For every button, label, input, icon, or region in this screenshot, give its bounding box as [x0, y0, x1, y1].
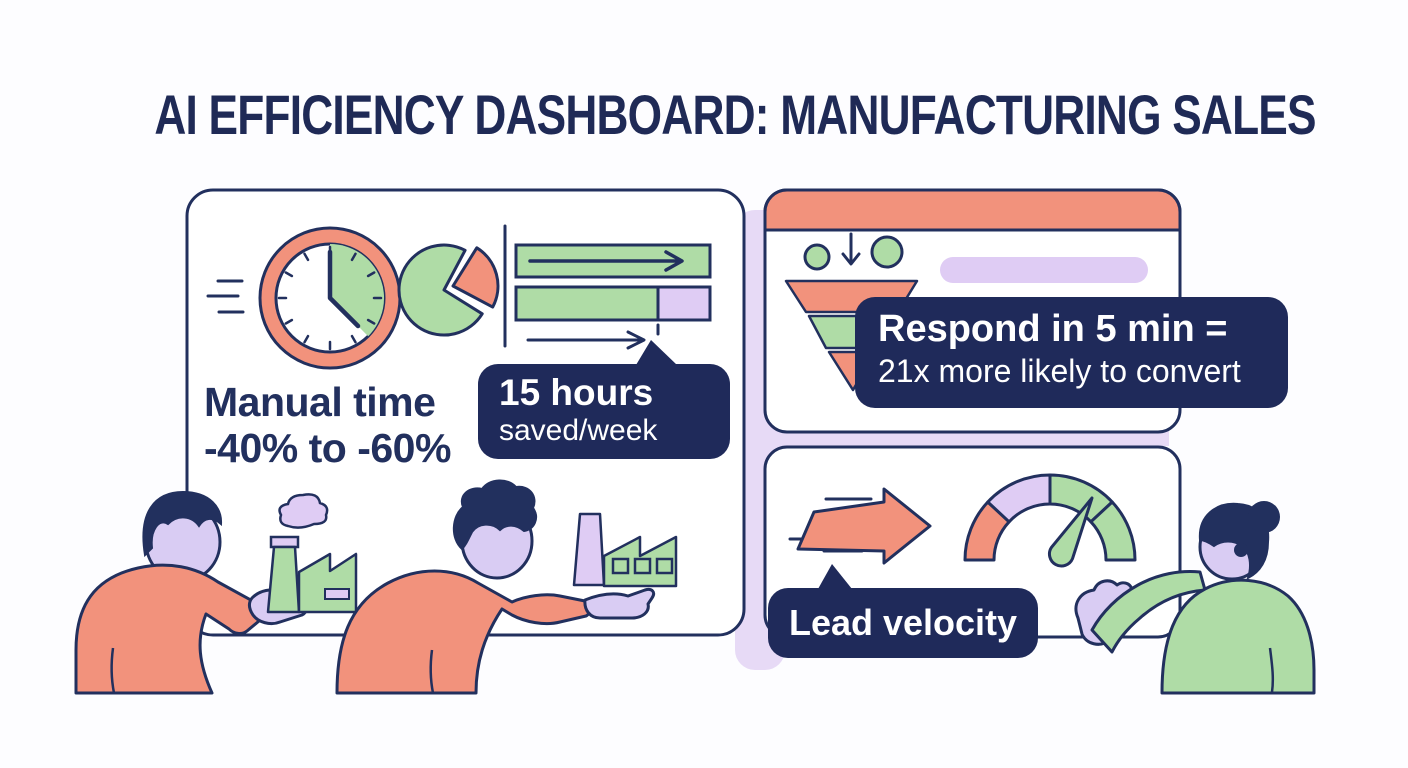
person-right-hair-curl: [1234, 543, 1248, 557]
browser-header-bar: [763, 188, 1182, 232]
placeholder-pill: [940, 257, 1148, 283]
factory-center-icon: [572, 512, 678, 588]
dot-right: [870, 235, 904, 269]
bar-bottom-lavender: [656, 285, 712, 322]
person-center-body: [335, 569, 592, 695]
callout-tail-up: [818, 564, 852, 589]
factory-chimney: [266, 545, 301, 614]
factory2-chimney: [572, 512, 606, 587]
chimney-cap: [269, 535, 300, 549]
factory2-window-3: [655, 557, 674, 575]
clock-hands: [327, 249, 361, 329]
gauge-needle: [1048, 496, 1094, 568]
factory2-window-1: [611, 557, 630, 575]
down-arrow-icon: [841, 232, 861, 266]
person-right: [1074, 501, 1316, 695]
person-center-hair: [452, 479, 537, 551]
factory-smoke: [278, 493, 329, 529]
gauge-segment-green-2: [1089, 500, 1137, 562]
input-dots-icon: [803, 235, 904, 271]
person-right-hair-bun: [1248, 501, 1280, 533]
manual-time-label: Manual time -40% to -60%: [204, 379, 451, 472]
person-right-body: [1160, 578, 1316, 695]
fast-arrow-icon: [788, 487, 932, 565]
pie-chart-icon: [397, 243, 500, 337]
respond-time-detail: 21x more likely to convert: [878, 352, 1241, 389]
respond-time-callout: Respond in 5 min = 21x more likely to co…: [855, 297, 1288, 408]
pie-salmon-sector: [451, 246, 500, 309]
dot-left: [803, 243, 831, 271]
respond-time-headline: Respond in 5 min =: [878, 308, 1228, 350]
factory-window: [324, 588, 350, 600]
hours-saved-callout: 15 hours saved/week: [478, 340, 730, 459]
speed-gauge-icon: [963, 473, 1137, 568]
factory2-window-2: [633, 557, 652, 575]
page-title: AI EFFICIENCY DASHBOARD: MANUFACTURING S…: [154, 83, 1316, 146]
lead-velocity-label: Lead velocity: [788, 602, 1018, 643]
person-left: [74, 490, 358, 695]
speed-clock-icon: [206, 226, 402, 370]
clock-elapsed-wedge: [330, 243, 385, 337]
progress-bars-icon: [514, 243, 712, 350]
left-panel: [185, 188, 746, 637]
manual-time-line2: -40% to -60%: [204, 424, 451, 471]
callout-tail-up: [636, 340, 677, 365]
person-center: [335, 479, 678, 695]
arrow-body: [796, 487, 932, 565]
hours-saved-value: 15 hours: [499, 372, 654, 413]
bar-top-arrow: [528, 250, 684, 272]
person-right-crease: [1268, 647, 1275, 693]
person-right-arm: [1090, 570, 1207, 654]
speed-lines: [206, 279, 245, 314]
person-left-hair: [142, 490, 223, 558]
person-center-crease: [429, 649, 435, 694]
bar-bottom-green: [514, 285, 660, 322]
lead-velocity-callout: Lead velocity: [768, 564, 1038, 658]
pie-green-sector: [397, 243, 484, 337]
manual-time-line1: Manual time: [204, 379, 436, 425]
person-center-hand: [583, 588, 656, 620]
hours-saved-unit: saved/week: [499, 413, 658, 447]
person-left-crease: [110, 647, 116, 694]
factory-left-icon: [266, 493, 358, 614]
